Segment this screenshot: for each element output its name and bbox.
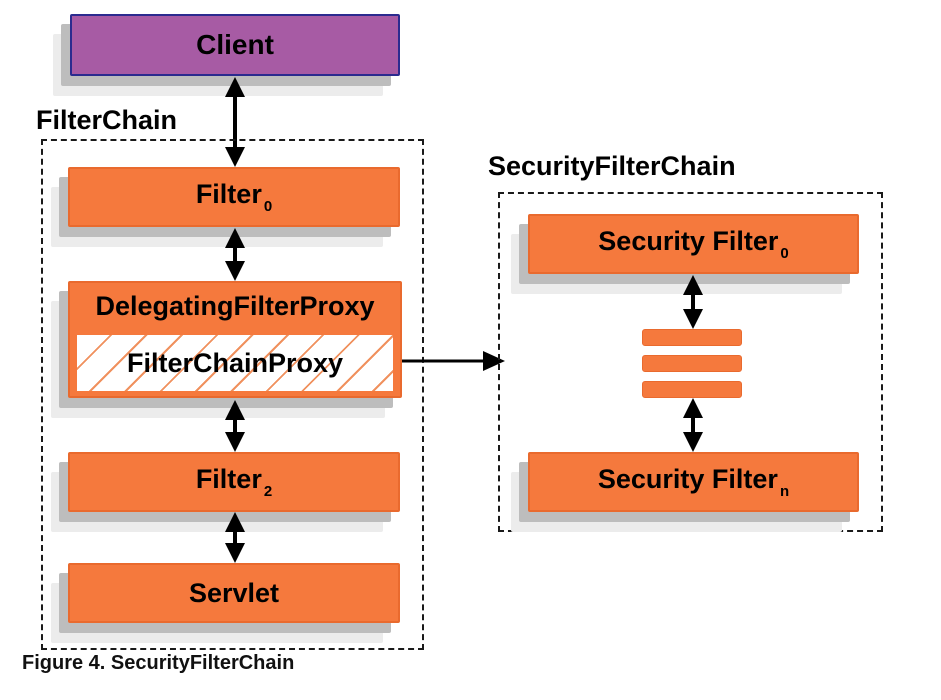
arrow-shaft	[233, 410, 237, 442]
securityfilterchain-container	[498, 192, 883, 532]
arrow-shaft	[233, 522, 237, 553]
arrow-filterchainproxy-securityfilterchain	[402, 350, 505, 372]
filter-stack-bar-1	[642, 329, 742, 346]
filterchain-container	[41, 139, 424, 650]
servlet-box: Servlet	[68, 563, 400, 623]
filter-stack-bar-3	[642, 381, 742, 398]
arrow-filter0-delegatingfilterproxy	[224, 228, 246, 281]
arrow-shaft	[233, 238, 237, 271]
client-box: Client	[70, 14, 400, 76]
figure-caption: Figure 4. SecurityFilterChain	[22, 652, 295, 674]
arrow-shaft	[233, 87, 237, 157]
delegating-filter-proxy-box: DelegatingFilterProxy FilterChainProxy	[68, 281, 402, 398]
security-filter0-subscript: 0	[780, 245, 789, 262]
securityfilterchain-title: SecurityFilterChain	[488, 151, 736, 181]
arrow-delegatingfilterproxy-filter2	[224, 400, 246, 452]
arrow-shaft	[691, 285, 695, 319]
client-label: Client	[196, 29, 274, 60]
servlet-label: Servlet	[188, 577, 280, 608]
arrow-shaft	[402, 359, 491, 363]
arrow-securityfilter0-stack	[682, 275, 704, 329]
arrow-client-filter0	[224, 77, 246, 167]
filter0-subscript: 0	[263, 198, 273, 215]
filter-stack-bar-2	[642, 355, 742, 372]
filter2-subscript: 2	[263, 483, 273, 500]
filter-chain-proxy-label: FilterChainProxy	[126, 347, 344, 378]
delegating-filter-proxy-label: DelegatingFilterProxy	[95, 291, 375, 321]
filterchain-title: FilterChain	[36, 105, 178, 135]
security-filtern-subscript: n	[779, 483, 790, 500]
arrow-filter2-servlet	[224, 512, 246, 563]
filter-chain-proxy-box: FilterChainProxy	[77, 335, 393, 391]
arrow-shaft	[691, 408, 695, 442]
arrow-stack-securityfiltern	[682, 398, 704, 452]
